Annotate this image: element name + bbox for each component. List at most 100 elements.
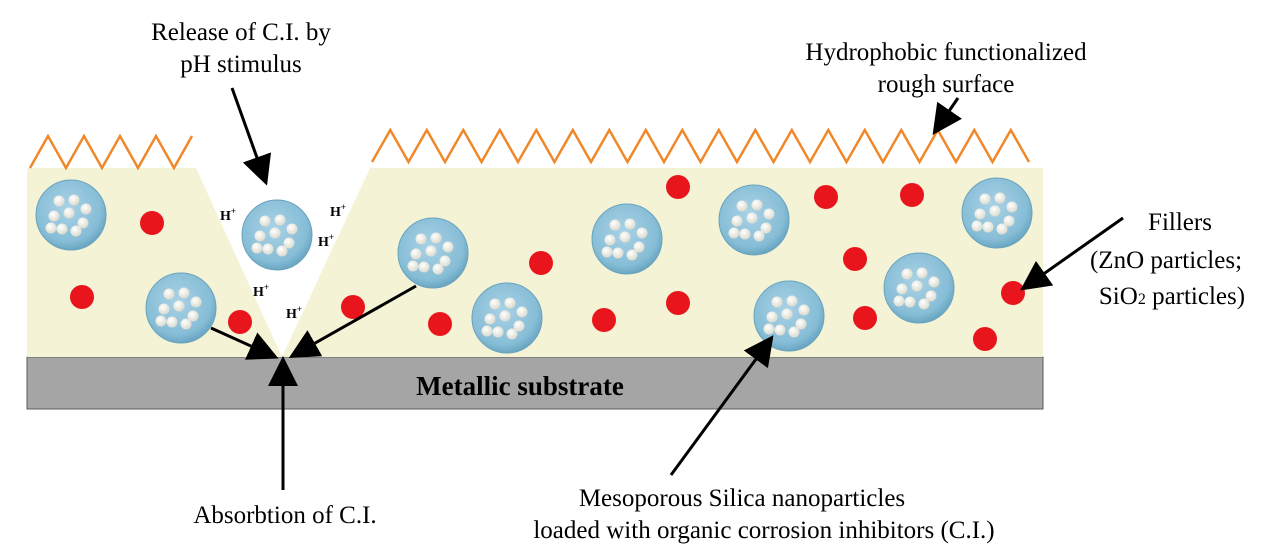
inhibitor-pore [53, 195, 65, 207]
inhibitor-pore [601, 246, 613, 258]
inhibitor-pore [56, 223, 68, 235]
inhibitor-pore [994, 192, 1006, 204]
inhibitor-pore [418, 261, 430, 273]
inhibitor-pore [484, 313, 496, 325]
silica-nanoparticles [35, 177, 1033, 354]
inhibitor-pore [407, 260, 419, 272]
inhibitor-pore [896, 283, 908, 295]
arrow-fillers [1020, 216, 1124, 291]
inhibitor-pore [633, 241, 645, 253]
inhibitor-pore [499, 310, 511, 322]
inhibitor-pore [70, 225, 82, 237]
inhibitor-pore [1003, 215, 1015, 227]
filler-particle [140, 211, 164, 235]
inhibitor-pore [996, 223, 1008, 235]
inhibitor-pore [974, 208, 986, 220]
filler-particle [853, 306, 877, 330]
hydrophobic-label-2: rough surface [878, 71, 1015, 98]
inhibitor-pore [763, 323, 775, 335]
inhibitor-pore [626, 249, 638, 261]
inhibitor-pore [481, 325, 493, 337]
silica-nanoparticle [591, 203, 663, 275]
silica-nanoparticle [145, 272, 217, 344]
inhibitor-pore [771, 296, 783, 308]
hydrophobic-label: Hydrophobic functionalized [805, 39, 1087, 66]
inhibitor-pore [753, 230, 765, 242]
release-label: Release of C.I. by [151, 19, 331, 46]
inhibitor-pore [410, 248, 422, 260]
inhibitor-pore [636, 227, 648, 239]
arrow-np-right-to-tip [288, 284, 417, 358]
inhibitor-pore [798, 304, 810, 316]
inhibitor-pore [781, 308, 793, 320]
zigzag-surface-right [370, 127, 1031, 165]
hydrogen-ions: H+ H+ H+ H+ H+ [220, 202, 346, 322]
inhibitor-pore [1006, 201, 1018, 213]
inhibitor-pore [609, 219, 621, 231]
inhibitor-pore [774, 324, 786, 336]
inhibitor-pore [928, 276, 940, 288]
filler-particle [666, 175, 690, 199]
inhibitor-pore [731, 215, 743, 227]
inhibitor-pore [251, 242, 263, 254]
inhibitor-pore [513, 320, 525, 332]
arrow-release [230, 87, 272, 186]
h-ion: H+ [220, 206, 236, 224]
zigzag-surface-left [28, 133, 194, 171]
h-ion: H+ [253, 282, 269, 300]
inhibitor-pore [989, 205, 1001, 217]
silica-nanoparticle [35, 179, 107, 251]
inhibitor-pore [274, 214, 286, 226]
inhibitor-pore [173, 300, 185, 312]
inhibitor-pore [504, 297, 516, 309]
inhibitor-pore [766, 311, 778, 323]
filler-particle [70, 285, 94, 309]
inhibitor-pore [918, 298, 930, 310]
inhibitor-pore [916, 267, 928, 279]
filler-particle [666, 291, 690, 315]
arrows [210, 87, 1124, 490]
silica-nanoparticle [471, 282, 543, 354]
arrow-mesoporous [669, 335, 774, 476]
inhibitor-pore [982, 221, 994, 233]
inhibitor-pore [63, 207, 75, 219]
inhibitor-pore [45, 222, 57, 234]
silica-nanoparticle [753, 280, 825, 352]
filler-particle [592, 308, 616, 332]
inhibitor-pore [624, 218, 636, 230]
inhibitor-pore [155, 315, 167, 327]
inhibitor-pore [286, 223, 298, 235]
inhibitor-pore [442, 241, 454, 253]
filler-particle [1001, 281, 1025, 305]
inhibitor-pore [619, 231, 631, 243]
fillers-label-3: SiO2 particles) [1099, 283, 1245, 310]
inhibitor-pore [432, 263, 444, 275]
inhibitor-pore [763, 208, 775, 220]
inhibitor-pore [506, 328, 518, 340]
inhibitor-pore [728, 227, 740, 239]
inhibitor-pore [489, 298, 501, 310]
filler-particle [843, 247, 867, 271]
silica-nanoparticle [397, 217, 469, 289]
filler-particle [341, 295, 365, 319]
absorption-label: Absorbtion of C.I. [193, 502, 376, 529]
inhibitor-pore [911, 280, 923, 292]
inhibitor-pore [254, 230, 266, 242]
silica-nanoparticle [241, 199, 313, 271]
inhibitor-pore [971, 220, 983, 232]
filler-particle [973, 327, 997, 351]
inhibitor-pore [430, 232, 442, 244]
inhibitor-pore [68, 194, 80, 206]
inhibitor-pore [283, 237, 295, 249]
filler-particle [529, 251, 553, 275]
h-ion: H+ [286, 304, 302, 322]
filler-particles [70, 175, 1025, 351]
inhibitor-pore [751, 199, 763, 211]
filler-particle [900, 183, 924, 207]
inhibitor-pore [492, 326, 504, 338]
silica-nanoparticle [718, 184, 790, 256]
inhibitor-pore [795, 318, 807, 330]
inhibitor-pore [48, 210, 60, 222]
inhibitor-pore [612, 247, 624, 259]
